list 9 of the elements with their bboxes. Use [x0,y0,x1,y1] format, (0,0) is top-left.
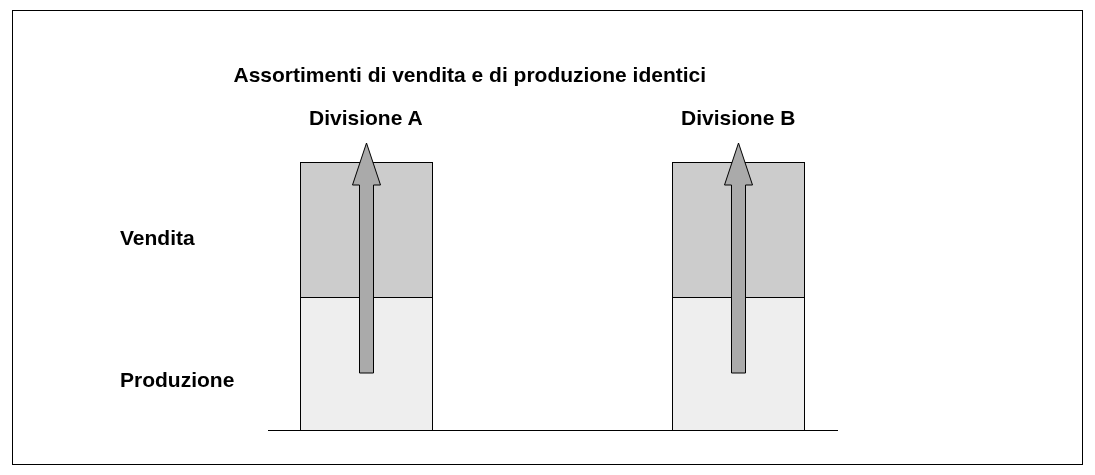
row-label: Vendita [120,226,195,250]
column-heading: Divisione B [681,106,796,130]
block-arrow [352,142,381,374]
block-arrow [724,142,753,374]
row-label: Produzione [120,368,235,392]
production-block [672,297,805,431]
diagram-title: Assortimenti di vendita e di produzione identici [233,63,707,87]
column-heading: Divisione A [309,106,423,130]
production-block [300,297,433,431]
